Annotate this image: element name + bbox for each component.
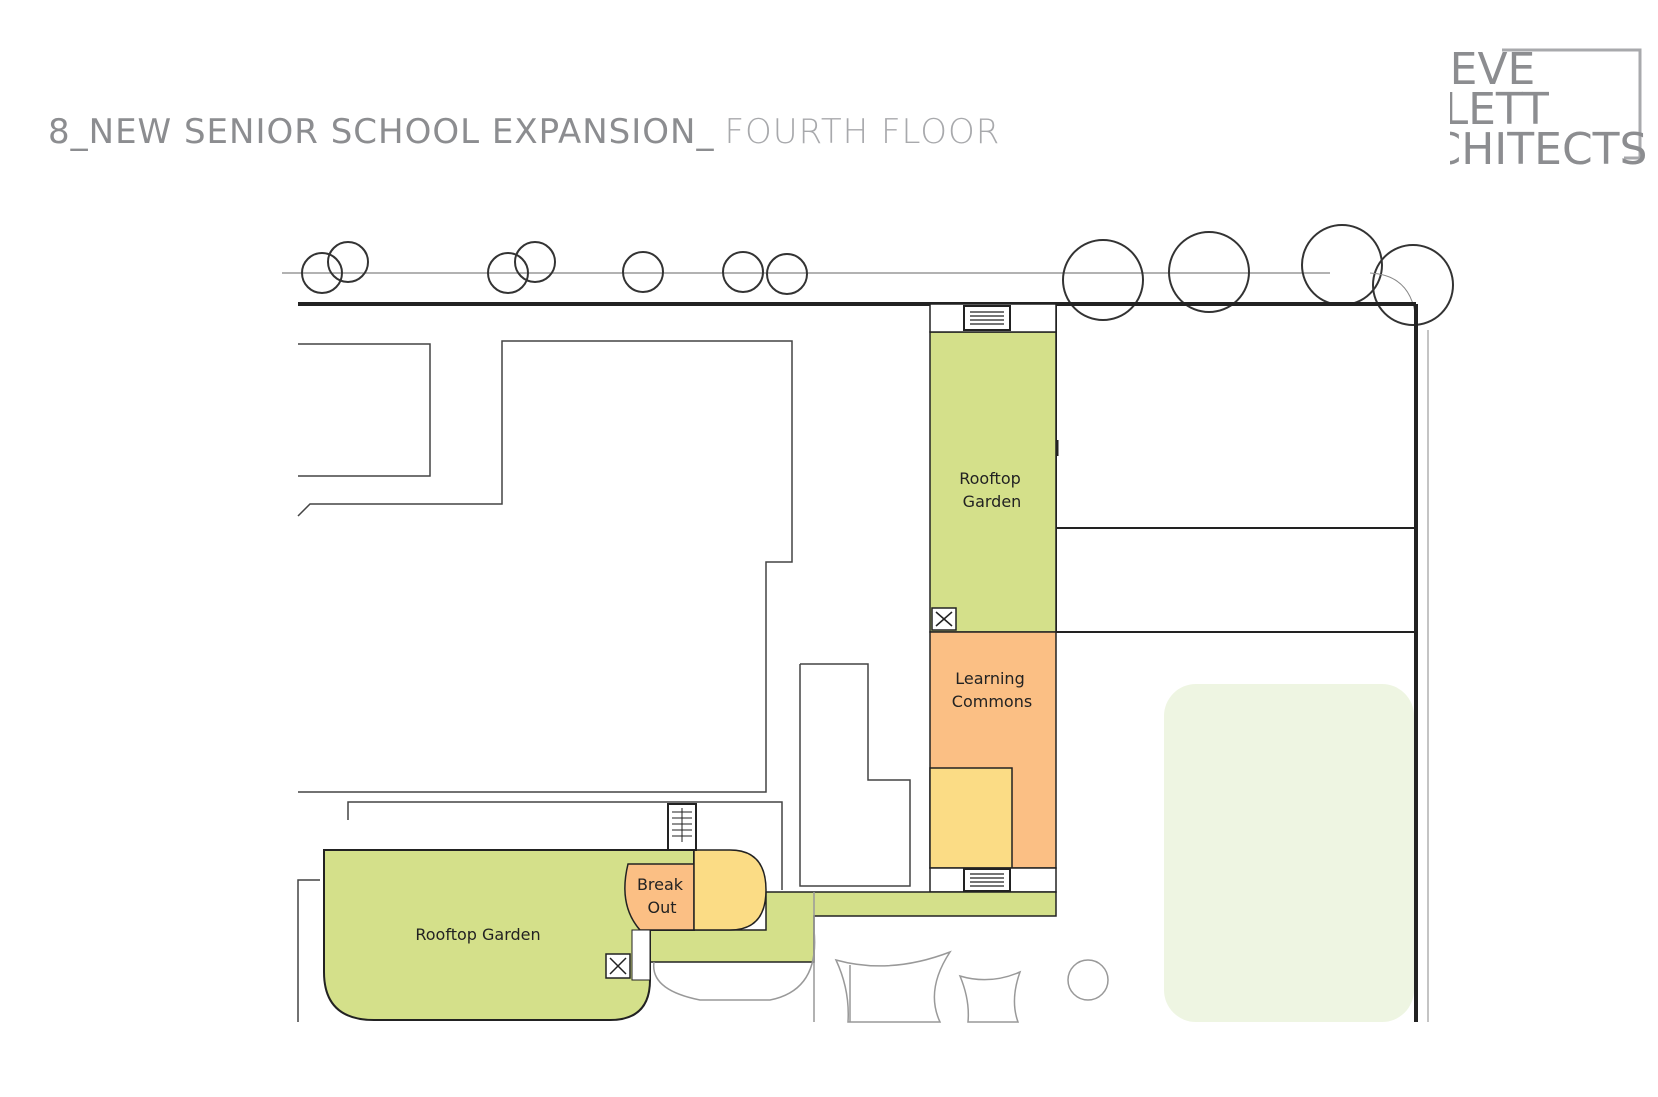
break-out (624, 863, 695, 931)
learning-commons-label-2: Commons (952, 692, 1032, 711)
tree-icon (766, 253, 808, 295)
stair-icon (963, 868, 1011, 892)
tree-icon (722, 251, 764, 293)
tree-icon (1062, 239, 1144, 321)
title-subtitle: FOURTH FLOOR (724, 112, 1001, 152)
tree-icon (487, 252, 529, 294)
tree-icon (327, 241, 369, 283)
tree-icon (622, 251, 664, 293)
rooftop-garden-north-label-1: Rooftop (959, 469, 1021, 488)
logo-line-1: GRIEVE (1450, 48, 1535, 95)
tree-icon (514, 241, 556, 283)
lawn-area (1164, 684, 1414, 1022)
title-main: 8_NEW SENIOR SCHOOL EXPANSION_ (48, 112, 715, 152)
logo-line-2: GILLETT (1450, 84, 1549, 135)
break-out-label-1: Break (637, 875, 684, 894)
stair-south (631, 929, 651, 981)
commons-yellow-room (929, 767, 1013, 869)
site-boundary (298, 302, 1429, 1022)
tree-icon (1301, 224, 1383, 306)
tree-icon (301, 252, 343, 294)
architect-logo: GRIEVE GILLETT ARCHITECTS (1450, 48, 1646, 175)
learning-commons-label-1: Learning (955, 669, 1024, 688)
logo-line-3: ARCHITECTS (1450, 124, 1646, 175)
rooftop-garden-north-label-2: Garden (963, 492, 1022, 511)
landscape-outlines (653, 892, 1109, 1023)
rooftop-garden-south-label: Rooftop Garden (415, 925, 540, 944)
existing-buildings (297, 340, 911, 1022)
stair-south-commons (929, 867, 1057, 893)
stair-icon (672, 808, 692, 842)
stair-north (929, 303, 1057, 333)
lift-icon (931, 607, 957, 631)
rooftop-garden-north (929, 331, 1057, 633)
break-out-yellow (693, 849, 767, 931)
tree-icon (1372, 244, 1454, 326)
stair-icon (963, 305, 1011, 331)
street-trees (282, 224, 1454, 326)
break-out-label-2: Out (647, 898, 676, 917)
page-title: 8_NEW SENIOR SCHOOL EXPANSION_FOURTH FLO… (48, 112, 1000, 152)
lift-icon (605, 953, 631, 979)
east-wing (1053, 304, 1416, 633)
tree-icon (1168, 231, 1250, 313)
